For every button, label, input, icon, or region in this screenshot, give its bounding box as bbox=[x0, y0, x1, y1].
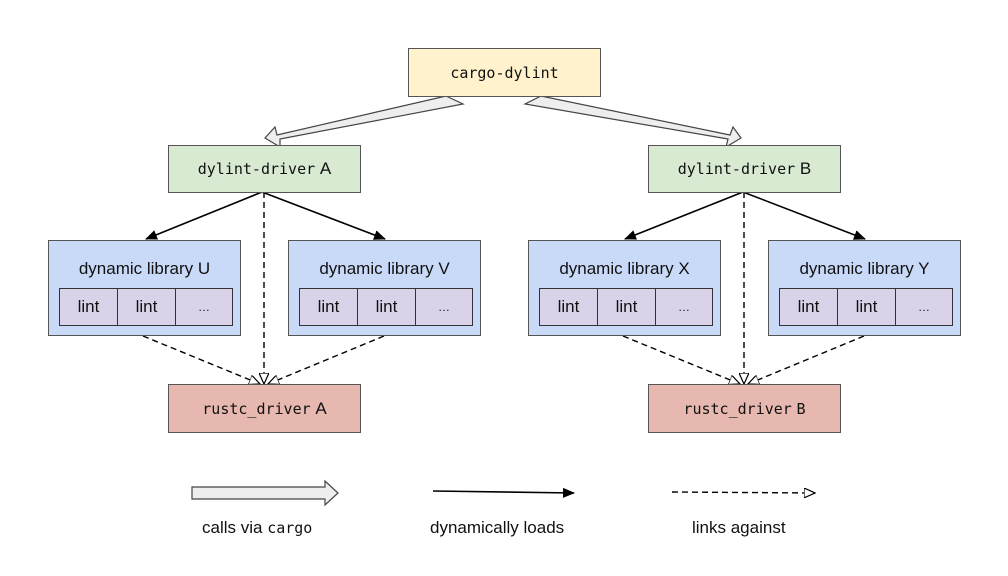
legend-calls-mono: cargo bbox=[267, 519, 313, 537]
calls-arrow-b bbox=[523, 95, 742, 149]
dylint-driver-b-node: dylint-driver B bbox=[648, 145, 841, 193]
rustc-b-mono: rustc_driver bbox=[683, 399, 792, 418]
lint-cell: lint bbox=[300, 289, 358, 325]
link-arrow-lib-v bbox=[268, 335, 385, 384]
library-y-lints: lint lint … bbox=[779, 288, 953, 326]
lint-ellipsis: … bbox=[416, 289, 472, 325]
lint-cell: lint bbox=[358, 289, 416, 325]
dylint-driver-a-node: dylint-driver A bbox=[168, 145, 361, 193]
link-arrow-lib-u bbox=[142, 335, 260, 384]
lint-ellipsis: … bbox=[896, 289, 952, 325]
library-x-title: dynamic library X bbox=[559, 259, 690, 278]
lint-cell: lint bbox=[598, 289, 656, 325]
driver-b-mono: dylint-driver bbox=[677, 160, 796, 178]
driver-b-suffix: B bbox=[799, 159, 812, 178]
cargo-dylint-label: cargo-dylint bbox=[450, 63, 559, 82]
library-u-title: dynamic library U bbox=[78, 259, 211, 278]
library-y-title: dynamic library Y bbox=[799, 259, 930, 278]
library-x-node: dynamic library X lint lint … bbox=[528, 240, 721, 336]
rustc-a-suffix: A bbox=[315, 398, 327, 418]
link-arrow-lib-x bbox=[622, 335, 740, 384]
rustc-driver-b-node: rustc_driver B bbox=[648, 384, 841, 433]
library-v-title: dynamic library V bbox=[319, 259, 450, 278]
legend-links-label: links against bbox=[692, 518, 786, 537]
load-arrow-a-u bbox=[145, 191, 263, 240]
link-arrow-lib-y bbox=[748, 335, 865, 384]
load-arrow-b-y bbox=[742, 191, 866, 240]
legend-calls-label: calls via cargo bbox=[202, 518, 312, 538]
library-v-lints: lint lint … bbox=[299, 288, 473, 326]
driver-a-suffix: A bbox=[319, 159, 332, 178]
load-arrow-b-x bbox=[624, 191, 744, 240]
lint-cell: lint bbox=[118, 289, 176, 325]
library-u-node: dynamic library U lint lint … bbox=[48, 240, 241, 336]
legend-loads-arrow bbox=[432, 487, 575, 498]
lint-ellipsis: … bbox=[176, 289, 232, 325]
calls-arrow-a bbox=[264, 95, 465, 149]
library-y-node: dynamic library Y lint lint … bbox=[768, 240, 961, 336]
rustc-a-mono: rustc_driver bbox=[202, 399, 311, 418]
library-x-lints: lint lint … bbox=[539, 288, 713, 326]
legend-loads-label: dynamically loads bbox=[430, 518, 565, 537]
legend-links-arrow bbox=[671, 492, 815, 493]
legend-calls-arrow bbox=[191, 479, 339, 507]
legend-calls-prefix: calls via bbox=[202, 518, 268, 537]
lint-cell: lint bbox=[60, 289, 118, 325]
load-arrow-a-v bbox=[261, 191, 386, 240]
lint-cell: lint bbox=[838, 289, 896, 325]
cargo-dylint-node: cargo-dylint bbox=[408, 48, 601, 97]
rustc-b-suffix: B bbox=[796, 399, 806, 418]
driver-a-mono: dylint-driver bbox=[197, 160, 316, 178]
lint-cell: lint bbox=[780, 289, 838, 325]
lint-cell: lint bbox=[540, 289, 598, 325]
library-u-lints: lint lint … bbox=[59, 288, 233, 326]
lint-ellipsis: … bbox=[656, 289, 712, 325]
library-v-node: dynamic library V lint lint … bbox=[288, 240, 481, 336]
rustc-driver-a-node: rustc_driver A bbox=[168, 384, 361, 433]
